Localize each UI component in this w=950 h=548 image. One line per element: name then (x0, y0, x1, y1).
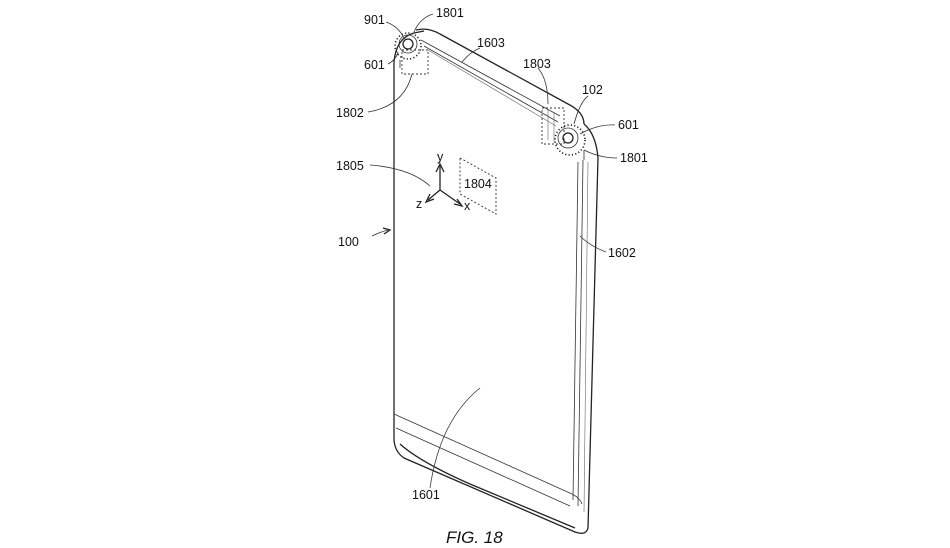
label-1602: 1602 (608, 246, 636, 260)
label-1802: 1802 (336, 106, 364, 120)
leader-lines (367, 13, 618, 489)
axis-y-label: y (437, 150, 444, 164)
label-1603: 1603 (477, 36, 505, 50)
label-1804: 1804 (464, 177, 492, 191)
label-1801-top: 1801 (436, 6, 464, 20)
axis-x-label: x (464, 199, 471, 213)
label-1601: 1601 (412, 488, 440, 502)
sensor-region-1803 (541, 107, 565, 145)
label-102: 102 (582, 83, 603, 97)
camera-top-left (394, 32, 429, 75)
reference-labels: 901 1801 601 1603 1803 102 601 1801 1802… (336, 6, 648, 502)
camera-right (554, 124, 586, 156)
label-1805: 1805 (336, 159, 364, 173)
label-601-left: 601 (364, 58, 385, 72)
region-1804: 1804 (459, 157, 497, 215)
label-1803: 1803 (523, 57, 551, 71)
axes-triad: y x z (416, 150, 471, 213)
label-100: 100 (338, 235, 359, 249)
axis-z-label: z (416, 197, 422, 211)
label-901: 901 (364, 13, 385, 27)
label-1801-right: 1801 (620, 151, 648, 165)
label-601-right: 601 (618, 118, 639, 132)
device-body (393, 28, 599, 534)
figure-caption: FIG. 18 (446, 528, 503, 547)
